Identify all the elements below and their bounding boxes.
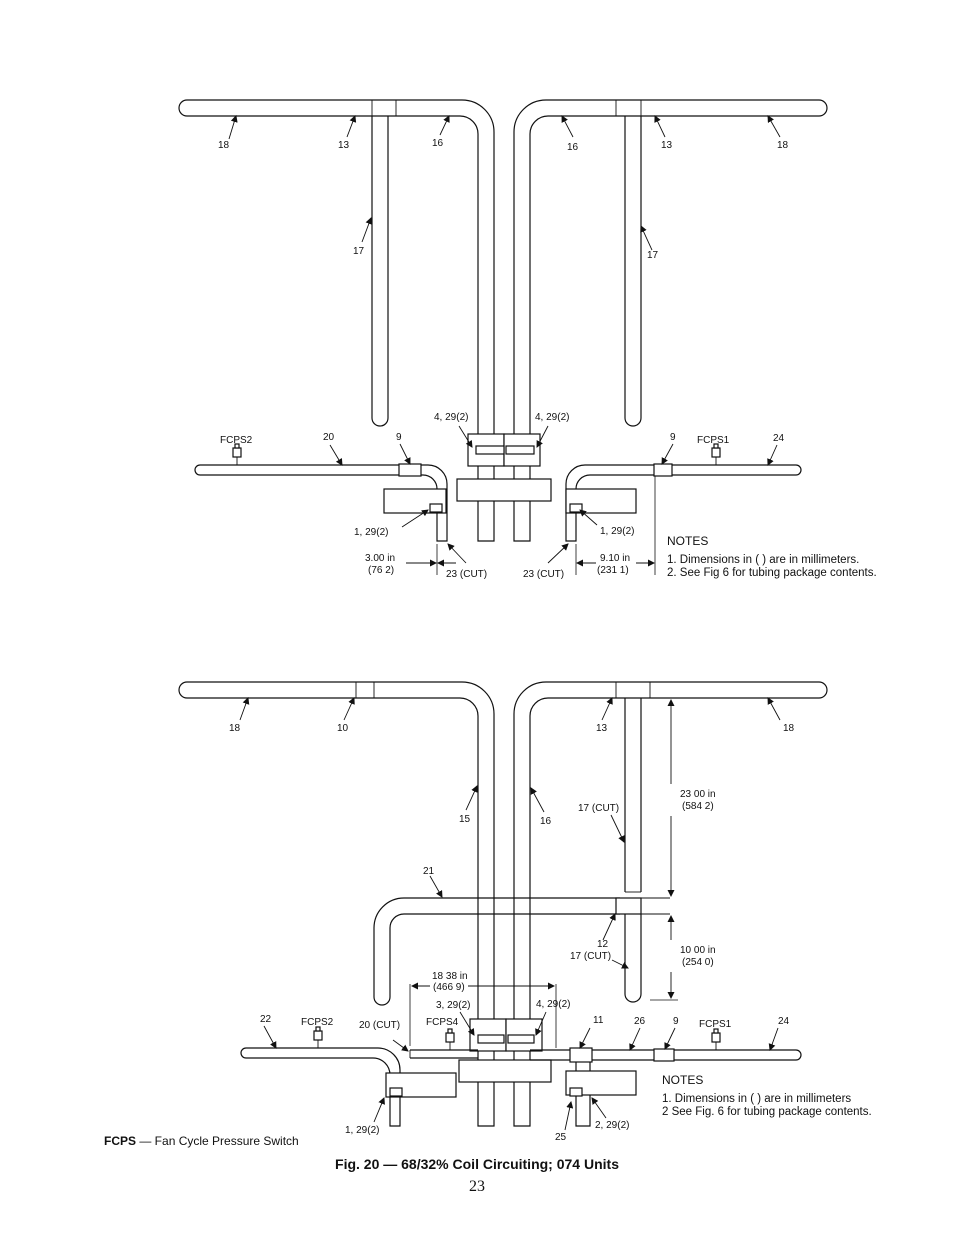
label-17: 17 (353, 246, 365, 257)
tee-11 (569, 1047, 593, 1063)
label-fcps1: FCPS1 (697, 435, 730, 446)
dimension-254-0: (254 0) (682, 957, 714, 968)
dimension-18-38-in: 18 38 in (432, 971, 468, 982)
label-11: 11 (593, 1015, 604, 1026)
label-20-cut: 20 (CUT) (359, 1020, 400, 1031)
label-9: 9 (396, 432, 402, 443)
center-block (456, 478, 552, 502)
tube-17-right (624, 116, 642, 427)
label-25: 25 (555, 1132, 567, 1143)
tube-17-cut-upper (624, 698, 642, 892)
bottom-diagram: 18 10 13 18 15 16 17 (CUT) 23 00 in (584… (178, 681, 872, 1143)
label-16: 16 (432, 138, 444, 149)
label-18: 18 (783, 723, 795, 734)
dimension-3-00-in: 3.00 in (365, 553, 395, 564)
notes-title: NOTES (667, 534, 708, 548)
dimension-23-00-in: 23 00 in (680, 789, 716, 800)
label-13: 13 (596, 723, 608, 734)
page-number: 23 (469, 1178, 485, 1195)
label-13: 13 (661, 140, 673, 151)
label-24: 24 (773, 433, 785, 444)
tube-26-24-right (530, 1049, 802, 1127)
label-4-29-2: 4, 29(2) (536, 999, 570, 1010)
label-23-cut: 23 (CUT) (446, 569, 487, 580)
dimension-231-1: (231 1) (597, 565, 629, 576)
tube-21 (373, 897, 620, 1006)
notes-title: NOTES (662, 1073, 703, 1087)
label-17-cut: 17 (CUT) (570, 951, 611, 962)
top-diagram: 18 13 16 17 16 13 18 17 4, 29(2) 4, 29(2… (178, 99, 877, 580)
center-block (458, 1059, 552, 1083)
label-18: 18 (229, 723, 241, 734)
label-22: 22 (260, 1014, 272, 1025)
figure-caption: Fig. 20 — 68/32% Coil Circuiting; 074 Un… (335, 1156, 619, 1172)
label-16: 16 (540, 816, 552, 827)
label-fcps1: FCPS1 (699, 1019, 732, 1030)
tube-16-13-18-right (513, 681, 828, 1127)
label-fcps2: FCPS2 (220, 435, 253, 446)
legend-abbreviation: FCPS (104, 1134, 137, 1148)
fcps2-switch-icon (313, 1026, 323, 1048)
label-9: 9 (673, 1016, 679, 1027)
fitting-9-right (653, 463, 673, 477)
note-2: 2 See Fig. 6 for tubing package contents… (662, 1106, 872, 1118)
label-1-29-2: 1, 29(2) (354, 527, 388, 538)
label-9: 9 (670, 432, 676, 443)
tube-16-13-18-right (513, 99, 828, 542)
label-23-cut: 23 (CUT) (523, 569, 564, 580)
note-1: 1. Dimensions in ( ) are in millimeters. (667, 554, 859, 566)
label-15: 15 (459, 814, 471, 825)
label-13: 13 (338, 140, 350, 151)
dimension-10-00-in: 10 00 in (680, 945, 716, 956)
tube-24-right (565, 464, 802, 542)
tee-12 (615, 897, 642, 915)
label-21: 21 (423, 866, 435, 877)
label-10: 10 (337, 723, 349, 734)
tube-17-cut-lower (624, 914, 642, 1003)
fcps1-switch-icon (711, 443, 721, 465)
fcps2-switch-icon (232, 443, 242, 465)
legend-definition: — Fan Cycle Pressure Switch (136, 1134, 299, 1148)
dimension-466-9: (466 9) (433, 982, 465, 993)
fcps4-switch-icon (445, 1028, 455, 1050)
label-3-29-2: 3, 29(2) (436, 1000, 470, 1011)
fitting-9-left (398, 463, 422, 477)
fcps-legend: FCPS — Fan Cycle Pressure Switch (104, 1134, 299, 1148)
note-2: 2. See Fig 6 for tubing package contents… (667, 567, 877, 579)
label-17-cut: 17 (CUT) (578, 803, 619, 814)
label-17: 17 (647, 250, 659, 261)
label-fcps4: FCPS4 (426, 1017, 459, 1028)
label-18: 18 (218, 140, 230, 151)
tube-20-left (194, 464, 448, 542)
dimension-9-10-in: 9.10 in (600, 553, 630, 564)
label-4-29-2: 4, 29(2) (535, 412, 569, 423)
tube-22-left (240, 1047, 401, 1127)
note-1: 1. Dimensions in ( ) are in millimeters (662, 1093, 851, 1105)
label-16: 16 (567, 142, 579, 153)
label-2-29-2: 2, 29(2) (595, 1120, 629, 1131)
label-1-29-2: 1, 29(2) (600, 526, 634, 537)
label-20: 20 (323, 432, 335, 443)
label-18: 18 (777, 140, 789, 151)
dimension-584-2: (584 2) (682, 801, 714, 812)
tube-17-left (371, 116, 389, 427)
label-24: 24 (778, 1016, 790, 1027)
label-fcps2: FCPS2 (301, 1017, 334, 1028)
dimension-76-2: (76 2) (368, 565, 394, 576)
label-26: 26 (634, 1016, 646, 1027)
label-4-29-2: 4, 29(2) (434, 412, 468, 423)
label-12: 12 (597, 939, 609, 950)
tube-20-cut (410, 1049, 478, 1059)
tube-18-10-15-left (178, 681, 495, 1127)
label-1-29-2: 1, 29(2) (345, 1125, 379, 1136)
fitting-9 (653, 1048, 675, 1062)
fcps1-switch-icon (711, 1028, 721, 1050)
tube-18-13-16-left (178, 99, 495, 542)
